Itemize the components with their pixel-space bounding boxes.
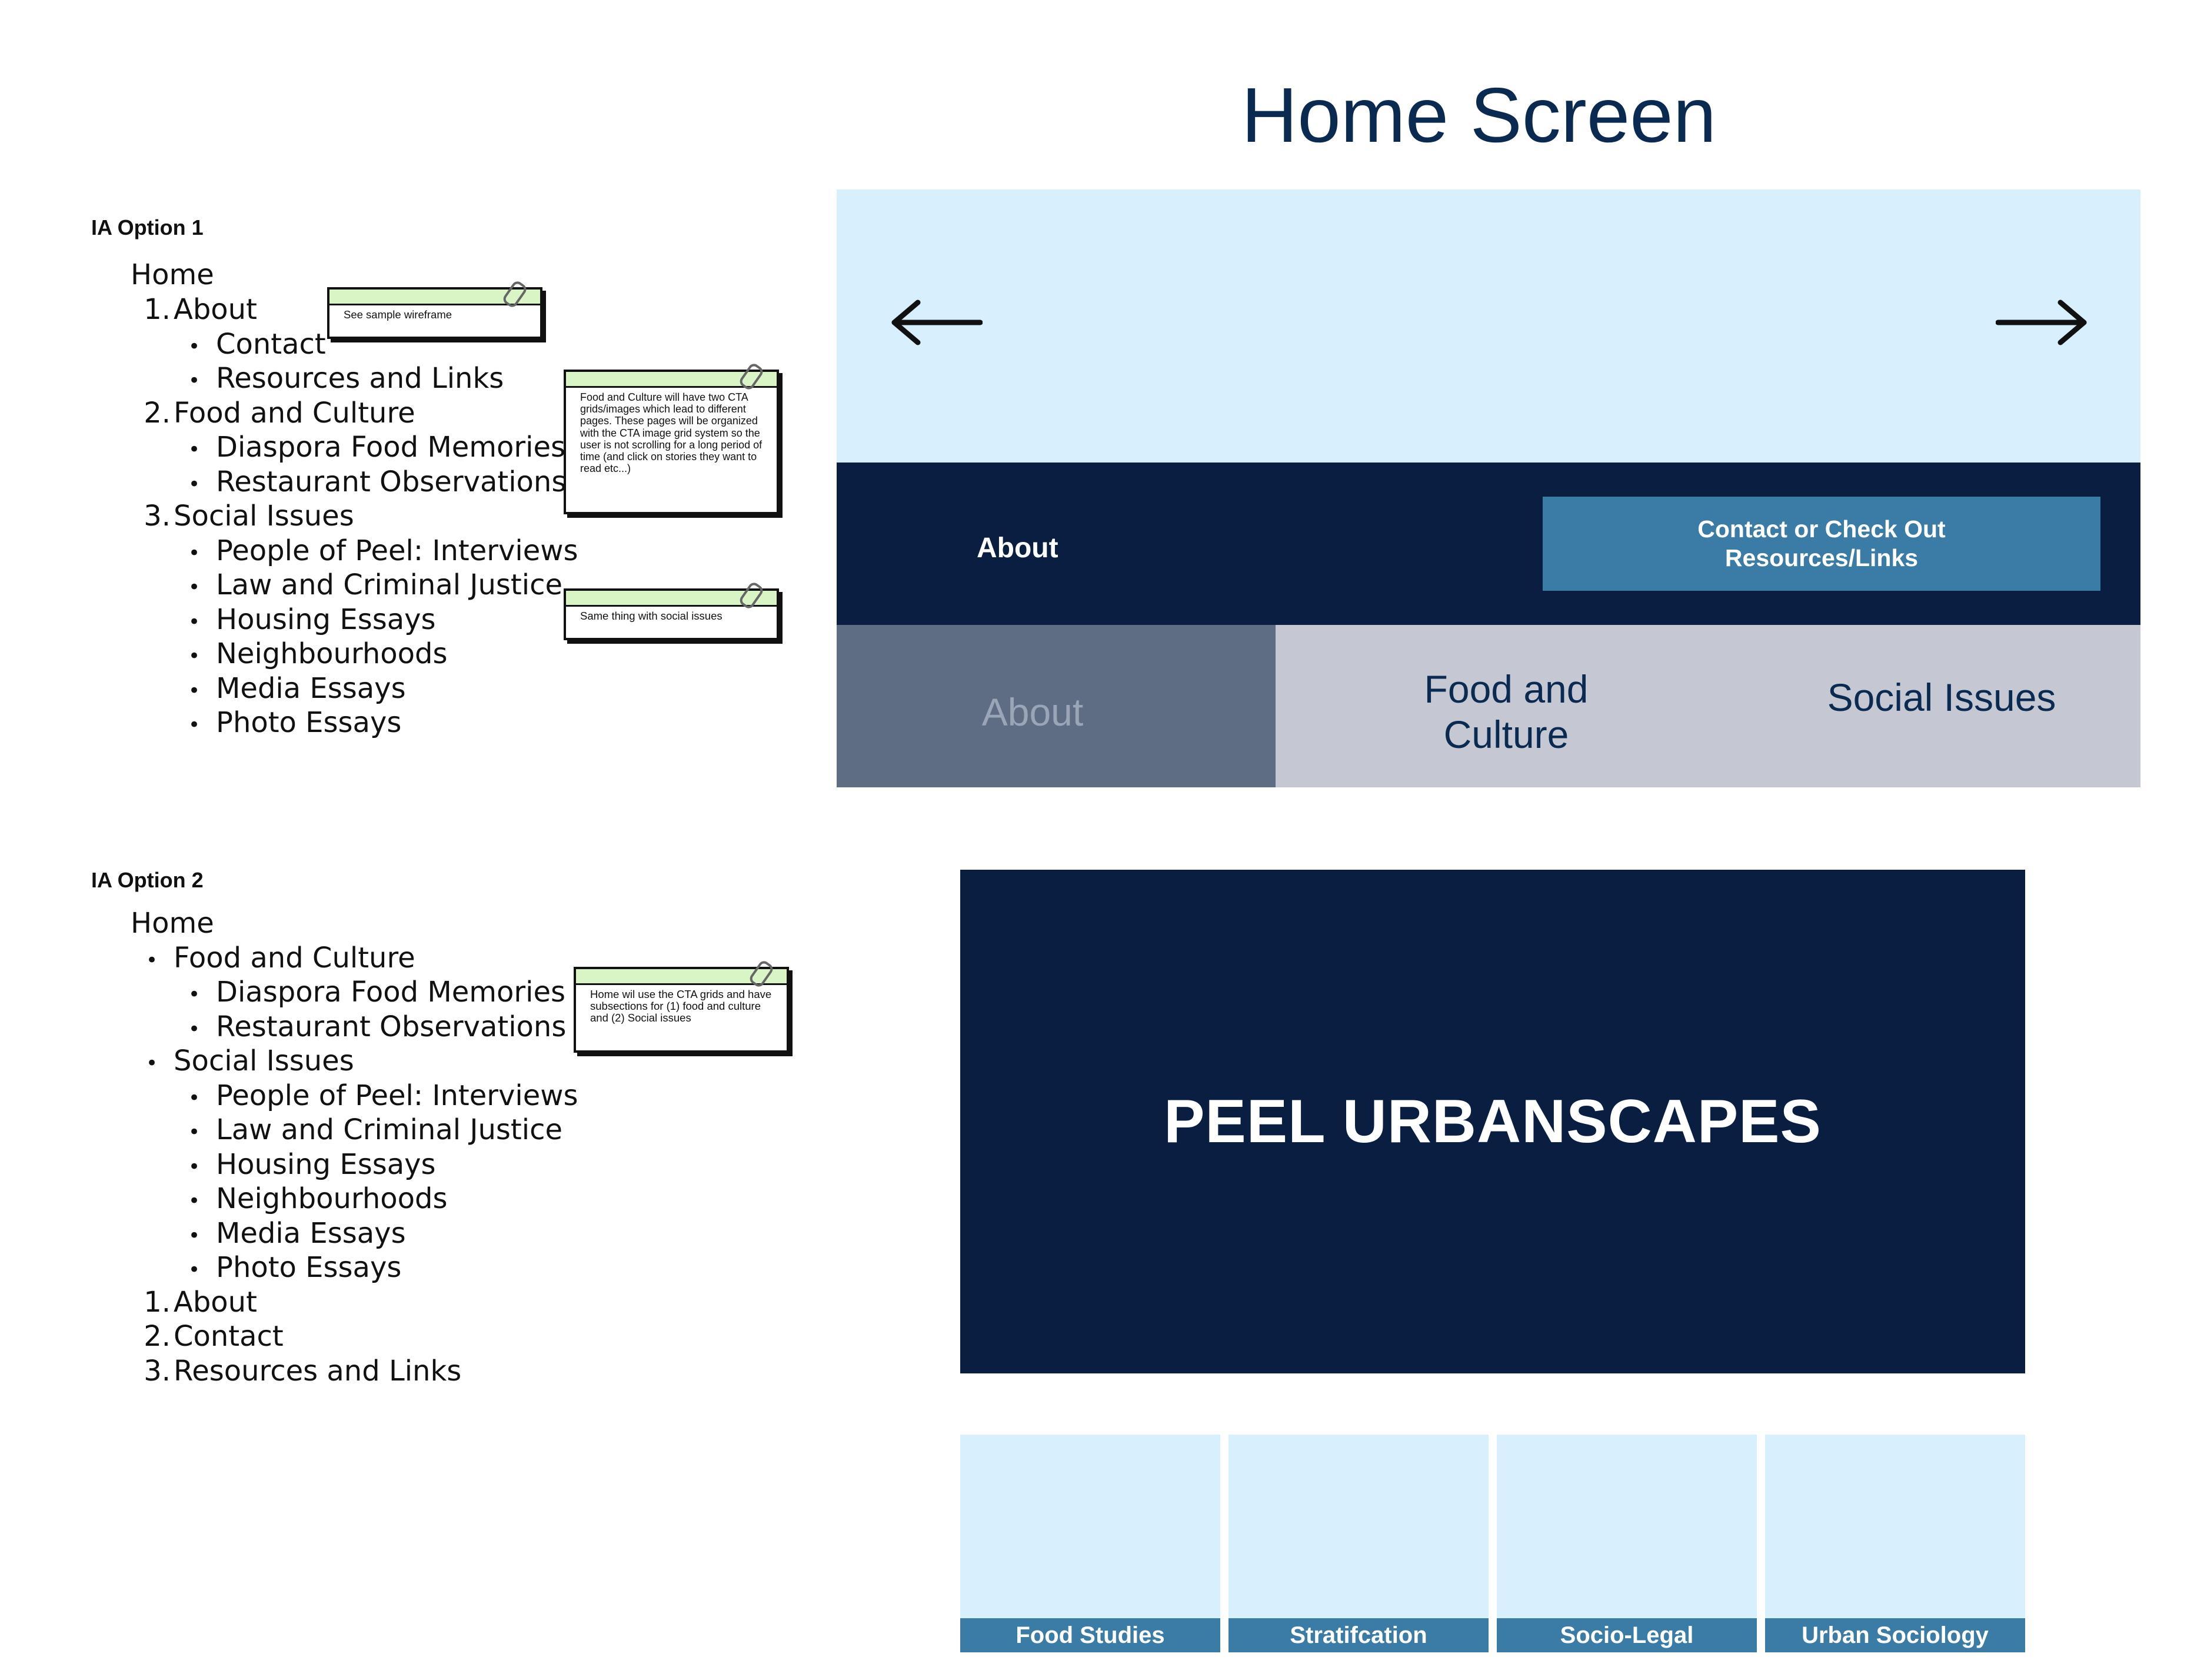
ia1-bullet: • — [188, 438, 201, 461]
ia1-bullet: • — [188, 610, 201, 634]
cta-card-food-studies[interactable]: Food Studies — [960, 1435, 1220, 1652]
arrow-left-icon[interactable] — [891, 299, 983, 346]
ia2-home: Home — [131, 907, 214, 940]
note-social-issues: Same thing with social issues — [564, 580, 779, 640]
ia1-marker-2: 2. — [144, 397, 171, 430]
ia2-item-law: Law and Criminal Justice — [216, 1113, 563, 1146]
ia1-item-diaspora: Diaspora Food Memories — [216, 431, 565, 464]
ia1-item-resources: Resources and Links — [216, 362, 504, 395]
tab-about[interactable]: About — [837, 625, 1276, 787]
cta-card-label: Socio-Legal — [1497, 1618, 1757, 1652]
ia1-item-photo: Photo Essays — [216, 706, 402, 739]
tab-social-issues-label: Social Issues — [1827, 675, 2056, 719]
ia2-bullet: • — [188, 1155, 201, 1179]
ia1-bullet: • — [188, 541, 201, 565]
note-social-issues-text: Same thing with social issues — [580, 610, 723, 622]
ia1-bullet: • — [188, 575, 201, 599]
ia2-item-neighbourhoods: Neighbourhoods — [216, 1182, 448, 1215]
ia1-item-people: People of Peel: Interviews — [216, 534, 578, 567]
ia2-item-people: People of Peel: Interviews — [216, 1079, 578, 1112]
banner-title: PEEL URBANSCAPES — [1164, 1087, 1822, 1156]
ia1-bullet: • — [188, 473, 201, 496]
ia2-bullet: • — [146, 1052, 158, 1075]
ia1-item-neighbourhoods: Neighbourhoods — [216, 637, 448, 670]
ia2-bullet: • — [188, 1120, 201, 1144]
ia1-item-restaurant: Restaurant Observations — [216, 465, 567, 498]
cta-card-label: Stratifcation — [1228, 1618, 1489, 1652]
ia2-item-food-culture: Food and Culture — [174, 942, 415, 974]
note-sample-wireframe: See sample wireframe — [327, 279, 542, 339]
ia2-marker-2: 2. — [144, 1320, 171, 1353]
tab-social-issues[interactable]: Social Issues — [1789, 659, 2095, 736]
tab-food-culture-label-box: Food and Culture — [1383, 659, 1630, 765]
cta-card-stratification[interactable]: Stratifcation — [1228, 1435, 1489, 1652]
note-sample-wireframe-text: See sample wireframe — [344, 308, 452, 321]
ia2-item-housing: Housing Essays — [216, 1148, 436, 1181]
ia1-item-social: Social Issues — [174, 500, 354, 533]
ia2-marker-1: 1. — [144, 1286, 171, 1319]
page-title: Home Screen — [1241, 72, 1717, 158]
note-food-culture: Food and Culture will have two CTA grids… — [564, 361, 779, 514]
note-food-culture-text: Food and Culture will have two CTA grids… — [580, 391, 763, 475]
nav-link-about[interactable]: About — [977, 533, 1058, 564]
arrow-right-icon[interactable] — [1996, 299, 2088, 346]
ia2-item-social: Social Issues — [174, 1044, 354, 1077]
ia2-item-about: About — [174, 1286, 257, 1319]
ia1-marker-1: 1. — [144, 293, 171, 326]
ia1-home: Home — [131, 258, 214, 291]
ia2-item-contact: Contact — [174, 1320, 284, 1353]
ia1-item-media: Media Essays — [216, 672, 406, 705]
nav-bar: About Contact or Check Out Resources/Lin… — [837, 463, 2140, 625]
ia2-item-media: Media Essays — [216, 1217, 406, 1250]
ia2-bullet: • — [146, 949, 158, 972]
ia1-item-contact: Contact — [216, 328, 326, 361]
ia1-bullet: • — [188, 335, 201, 358]
ia2-marker-3: 3. — [144, 1355, 171, 1388]
hero-banner: PEEL URBANSCAPES — [960, 870, 2025, 1373]
tab-food-culture-label: Food and Culture — [1424, 667, 1589, 756]
ia1-item-about: About — [174, 293, 257, 326]
tab-food-culture[interactable] — [1276, 625, 2140, 787]
ia1-bullet: • — [188, 369, 201, 392]
ia2-bullet: • — [188, 1224, 201, 1247]
cta-card-label: Food Studies — [960, 1618, 1220, 1652]
cta-card-socio-legal[interactable]: Socio-Legal — [1497, 1435, 1757, 1652]
ia1-item-food-culture: Food and Culture — [174, 397, 415, 430]
ia-option-2-tree: Home • Food and Culture • Diaspora Food … — [0, 0, 824, 1471]
ia2-bullet: • — [188, 1017, 201, 1041]
ia1-bullet: • — [188, 679, 201, 703]
ia2-item-resources: Resources and Links — [174, 1355, 462, 1388]
ia2-item-photo: Photo Essays — [216, 1251, 402, 1284]
ia-option-1-tree: Home 1. About • Contact • Resources and … — [0, 0, 824, 765]
cta-card-label: Urban Sociology — [1765, 1618, 2025, 1652]
ia-option-2-heading: IA Option 2 — [91, 868, 204, 892]
ia1-bullet: • — [188, 713, 201, 737]
ia1-marker-3: 3. — [144, 500, 171, 533]
ia1-item-law: Law and Criminal Justice — [216, 568, 563, 601]
tab-about-label: About — [981, 690, 1084, 734]
ia2-item-restaurant: Restaurant Observations — [216, 1010, 567, 1043]
note-home-cta-text: Home wil use the CTA grids and have subs… — [590, 988, 772, 1024]
note-home-cta: Home wil use the CTA grids and have subs… — [574, 959, 789, 1053]
hero-carousel — [837, 189, 2140, 463]
ia1-item-housing: Housing Essays — [216, 603, 436, 636]
ia2-bullet: • — [188, 1086, 201, 1110]
ia-option-1-heading: IA Option 1 — [91, 215, 204, 239]
ia2-bullet: • — [188, 1189, 201, 1213]
contact-resources-button[interactable]: Contact or Check Out Resources/Links — [1543, 497, 2100, 591]
cta-card-urban-sociology[interactable]: Urban Sociology — [1765, 1435, 2025, 1652]
ia2-bullet: • — [188, 1258, 201, 1282]
ia1-bullet: • — [188, 644, 201, 668]
ia2-item-diaspora: Diaspora Food Memories — [216, 976, 565, 1009]
ia2-bullet: • — [188, 983, 201, 1006]
